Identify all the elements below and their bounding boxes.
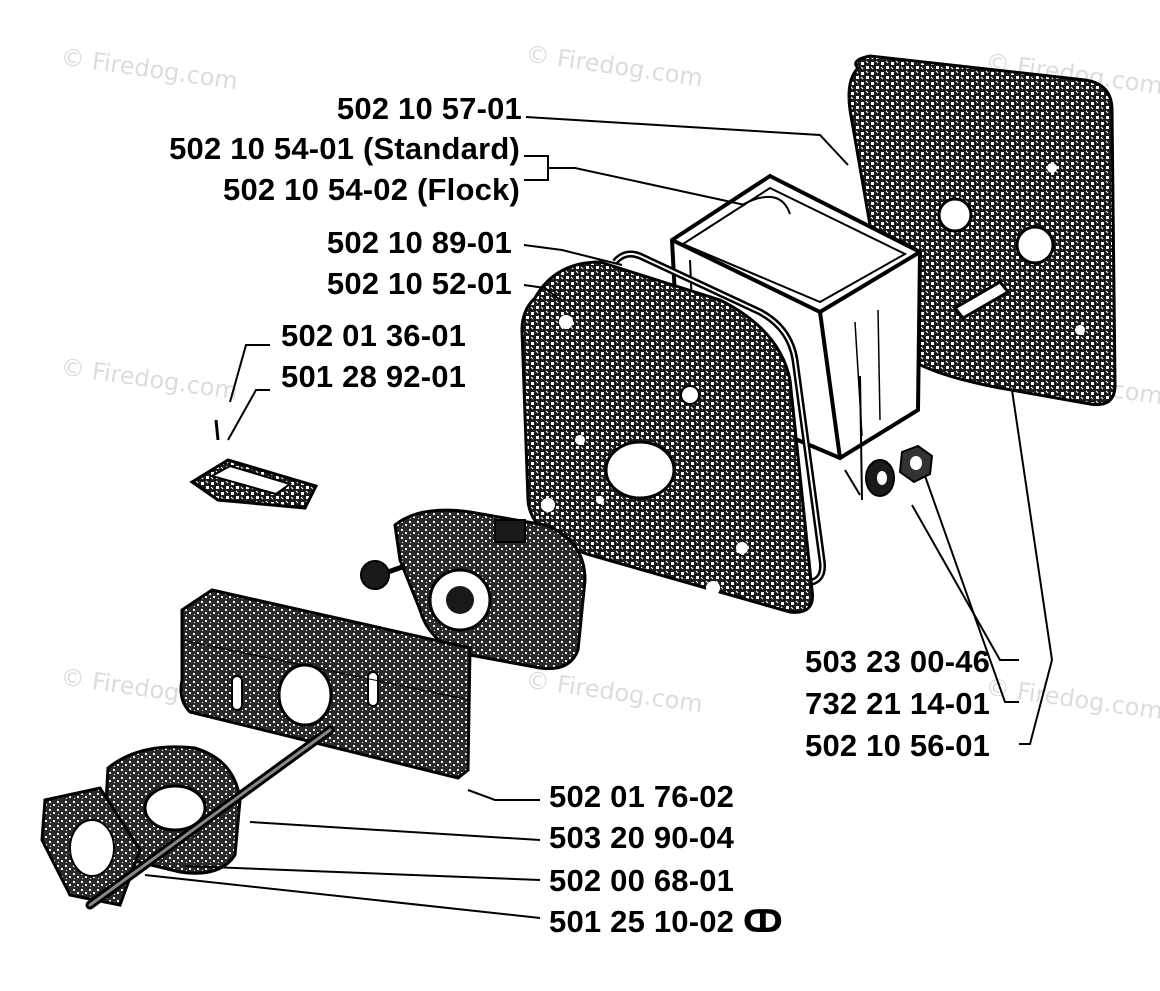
part-number-label: 502 10 56-01 bbox=[805, 728, 991, 763]
leader-line bbox=[524, 155, 746, 206]
filter-gasket bbox=[612, 250, 827, 587]
part-number-label: 502 10 89-01 bbox=[326, 225, 512, 260]
intake-plate bbox=[179, 588, 472, 780]
leader-line bbox=[924, 475, 1019, 703]
leader-line bbox=[184, 865, 541, 881]
part-number-label: 501 25 10-02 ↀ bbox=[549, 904, 784, 939]
part-number-label: 502 01 36-01 bbox=[281, 318, 467, 353]
leader-line bbox=[523, 284, 561, 301]
part-number-label: 502 10 54-02 (Flock) bbox=[223, 172, 520, 207]
part-number-label: 503 20 90-04 bbox=[549, 820, 735, 855]
leader-line bbox=[229, 344, 270, 403]
part-number-label: 501 28 92-01 bbox=[281, 359, 467, 394]
part-number-label: 502 10 52-01 bbox=[326, 266, 512, 301]
leader-line bbox=[525, 116, 849, 166]
leader-line bbox=[844, 375, 863, 501]
leader-line bbox=[227, 389, 270, 441]
leader-line bbox=[523, 244, 623, 266]
part-number-label: 502 01 76-02 bbox=[549, 779, 735, 814]
leader-line bbox=[467, 789, 540, 801]
part-number-label: 732 21 14-01 bbox=[805, 686, 991, 721]
part-number-label: 502 00 68-01 bbox=[549, 863, 735, 898]
part-number-label: 502 10 57-01 bbox=[336, 91, 522, 126]
small-foam-strip bbox=[189, 419, 319, 510]
leader-line bbox=[249, 821, 541, 841]
rod bbox=[85, 725, 335, 910]
carburetor bbox=[360, 508, 587, 671]
part-number-label: 502 10 54-01 (Standard) bbox=[169, 131, 520, 166]
nut-and-washer bbox=[865, 444, 934, 497]
leader-lines bbox=[144, 116, 1054, 919]
leader-line bbox=[1011, 389, 1054, 745]
gasket bbox=[40, 786, 142, 907]
part-number-label: 503 23 00-46 bbox=[805, 644, 991, 679]
front-foam-plate bbox=[520, 260, 815, 614]
leader-line bbox=[144, 874, 541, 919]
leader-line bbox=[911, 504, 1019, 661]
